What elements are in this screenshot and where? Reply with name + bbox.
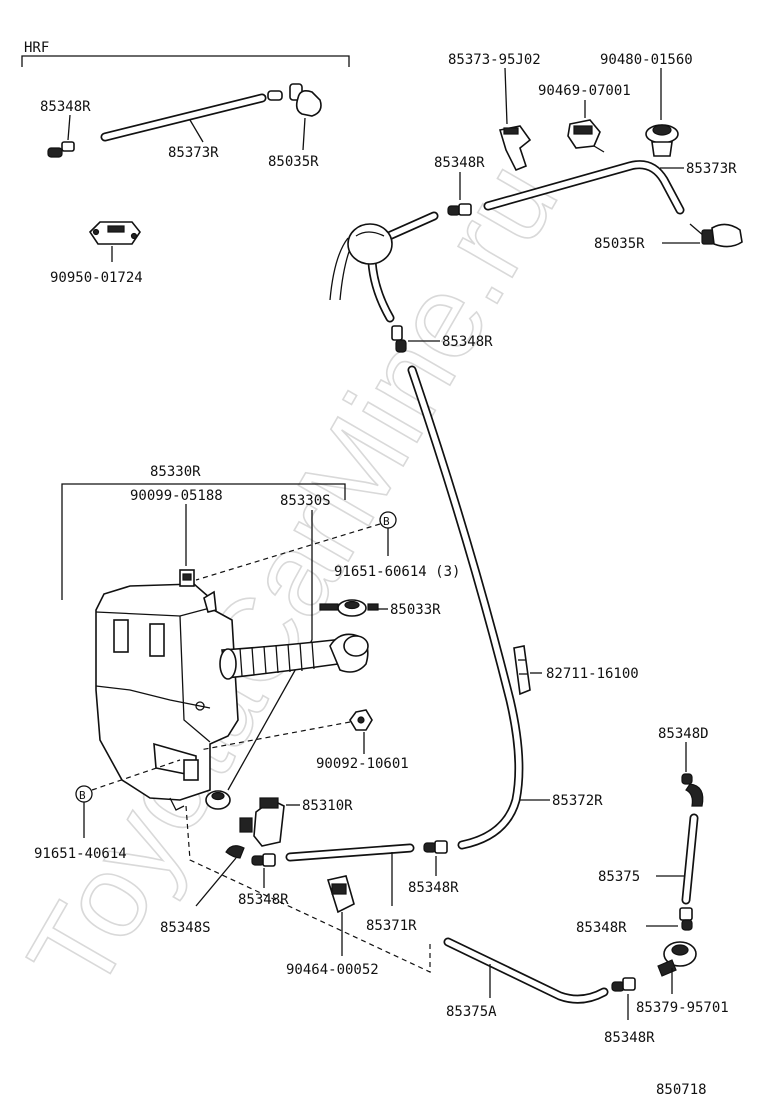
label-85348R-a: 85348R bbox=[40, 99, 91, 115]
label-85348R-f: 85348R bbox=[238, 892, 289, 908]
bracket-85330R bbox=[61, 483, 346, 600]
label-90092-10601: 90092-10601 bbox=[316, 756, 409, 772]
nut-90092-10601[interactable] bbox=[349, 709, 373, 731]
sensor-85033R[interactable] bbox=[319, 599, 379, 617]
label-85371R: 85371R bbox=[366, 918, 417, 934]
clip-90469-07001[interactable] bbox=[567, 119, 605, 153]
hose-85375[interactable] bbox=[681, 813, 699, 905]
label-85372R: 85372R bbox=[552, 793, 603, 809]
hose-85373R-b[interactable] bbox=[483, 160, 685, 215]
connector-85348R-g[interactable] bbox=[611, 977, 636, 992]
clip-82711-16100[interactable] bbox=[513, 645, 531, 696]
pump-85310R[interactable] bbox=[239, 797, 285, 847]
dashline-91651-40614 bbox=[91, 759, 181, 791]
label-85035R-b: 85035R bbox=[594, 236, 645, 252]
filler-neck[interactable] bbox=[219, 639, 339, 680]
label-90480-01560: 90480-01560 bbox=[600, 52, 693, 68]
label-85373-95J02: 85373-95J02 bbox=[448, 52, 541, 68]
connector-85348R-b[interactable] bbox=[447, 203, 472, 216]
label-85348R-b: 85348R bbox=[434, 155, 485, 171]
label-85035R-a: 85035R bbox=[268, 154, 319, 170]
nut-90099-05188[interactable] bbox=[179, 569, 195, 587]
junction-fitting[interactable] bbox=[347, 223, 393, 265]
label-90099-05188: 90099-05188 bbox=[130, 488, 223, 504]
header-bracket bbox=[21, 55, 350, 67]
label-85348R-g: 85348R bbox=[604, 1030, 655, 1046]
dashline-90092 bbox=[199, 721, 351, 751]
label-85373R-a: 85373R bbox=[168, 145, 219, 161]
clip-90464-00052[interactable] bbox=[326, 875, 355, 914]
label-85373R-b: 85373R bbox=[686, 161, 737, 177]
hose-85375A[interactable] bbox=[443, 937, 609, 1004]
grommet-90480-01560[interactable] bbox=[645, 124, 679, 157]
label-85375: 85375 bbox=[598, 869, 640, 885]
label-90469-07001: 90469-07001 bbox=[538, 83, 631, 99]
hose-85372R[interactable] bbox=[407, 365, 524, 850]
label-82711-16100: 82711-16100 bbox=[546, 666, 639, 682]
label-85375A: 85375A bbox=[446, 1004, 497, 1020]
label-85330S: 85330S bbox=[280, 493, 331, 509]
connector-85348R-e[interactable] bbox=[423, 840, 448, 854]
label-85348D: 85348D bbox=[658, 726, 709, 742]
label-85348S: 85348S bbox=[160, 920, 211, 936]
valve-85379-95701[interactable] bbox=[657, 941, 697, 977]
label-85310R: 85310R bbox=[302, 798, 353, 814]
label-85348R-c: 85348R bbox=[442, 334, 493, 350]
label-85033R: 85033R bbox=[390, 602, 441, 618]
grommet-85330S[interactable] bbox=[205, 790, 231, 810]
dashline-90464 bbox=[185, 805, 431, 973]
filler-cap[interactable] bbox=[329, 633, 369, 673]
connector-85348R-f[interactable] bbox=[251, 853, 276, 867]
svg-text:B: B bbox=[79, 789, 86, 802]
connector-85348D[interactable] bbox=[681, 773, 704, 807]
label-91651-40614: 91651-40614 bbox=[34, 846, 127, 862]
nozzle-85035R-a[interactable] bbox=[289, 83, 322, 117]
hose-85371R[interactable] bbox=[285, 843, 415, 862]
label-90464-00052: 90464-00052 bbox=[286, 962, 379, 978]
label-85379-95701: 85379-95701 bbox=[636, 1000, 729, 1016]
connector-85348R-d[interactable] bbox=[679, 907, 693, 931]
connector-85348R-a[interactable] bbox=[47, 141, 75, 158]
connector-small-a[interactable] bbox=[267, 90, 283, 101]
label-85348R-d: 85348R bbox=[576, 920, 627, 936]
hose-85373R-a[interactable] bbox=[100, 93, 267, 142]
connector-85348R-c[interactable] bbox=[391, 325, 407, 353]
clamp-85373-95J02[interactable] bbox=[498, 125, 532, 172]
label-85330R: 85330R bbox=[150, 464, 201, 480]
label-85348R-e: 85348R bbox=[408, 880, 459, 896]
svg-text:B: B bbox=[383, 515, 390, 528]
tank-85330R[interactable] bbox=[95, 583, 239, 811]
nozzle-85035R-b[interactable] bbox=[689, 223, 743, 248]
label-90950-01724: 90950-01724 bbox=[50, 270, 143, 286]
label-91651-60614: 91651-60614 (3) bbox=[334, 564, 460, 580]
marker-b-bottom: B bbox=[75, 785, 93, 803]
tank-tab bbox=[203, 590, 217, 613]
header-code: HRF bbox=[24, 40, 49, 56]
clip-90950-01724[interactable] bbox=[88, 221, 141, 245]
elbow-85348S[interactable] bbox=[225, 845, 245, 859]
diagram-code: 850718 bbox=[656, 1082, 707, 1098]
